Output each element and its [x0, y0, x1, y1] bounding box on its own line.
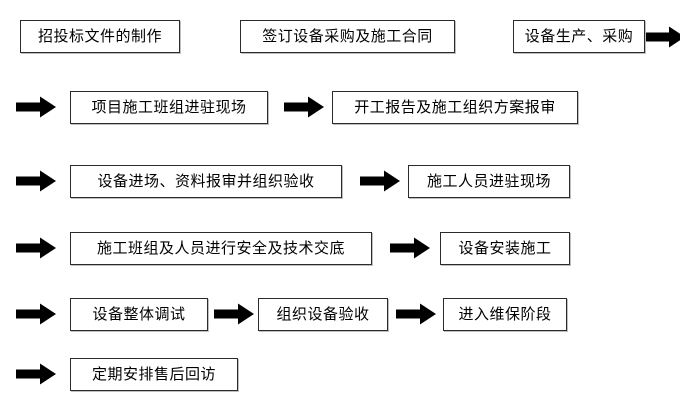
process-box-label: 定期安排售后回访	[91, 365, 216, 383]
process-box-label: 进入维保阶段	[458, 305, 552, 323]
arrow-right-icon	[16, 237, 56, 259]
process-box[interactable]: 设备生产、采购	[513, 20, 645, 53]
process-box[interactable]: 组织设备验收	[258, 298, 388, 331]
arrow-right-icon	[360, 170, 400, 192]
process-box[interactable]: 设备安装施工	[440, 232, 570, 265]
arrow-right-icon	[284, 96, 324, 118]
process-box[interactable]: 招投标文件的制作	[20, 20, 180, 53]
process-box[interactable]: 施工人员进驻现场	[408, 165, 570, 198]
arrow-right-icon	[16, 303, 56, 325]
process-box[interactable]: 开工报告及施工组织方案报审	[332, 91, 578, 124]
process-box-label: 组织设备验收	[276, 305, 370, 323]
arrow-right-icon	[16, 96, 56, 118]
arrow-right-icon	[214, 303, 254, 325]
process-box-label: 开工报告及施工组织方案报审	[354, 98, 556, 116]
process-box[interactable]: 项目施工班组进驻现场	[70, 91, 268, 124]
arrow-right-icon	[645, 26, 680, 48]
process-box-label: 项目施工班组进驻现场	[91, 98, 247, 116]
process-box-label: 施工班组及人员进行安全及技术交底	[96, 239, 345, 257]
process-box-label: 招投标文件的制作	[37, 27, 162, 45]
process-box-label: 签订设备采购及施工合同	[262, 27, 433, 45]
process-box[interactable]: 设备进场、资料报审并组织验收	[70, 165, 342, 198]
process-box-label: 设备安装施工	[458, 239, 552, 257]
process-box-label: 设备生产、采购	[524, 27, 634, 45]
arrow-right-icon	[16, 363, 56, 385]
arrow-right-icon	[390, 237, 430, 259]
process-box-label: 设备进场、资料报审并组织验收	[97, 172, 315, 190]
process-box[interactable]: 进入维保阶段	[443, 298, 567, 331]
process-box[interactable]: 定期安排售后回访	[70, 358, 238, 391]
arrow-right-icon	[396, 303, 436, 325]
process-box-label: 设备整体调试	[92, 305, 186, 323]
process-box[interactable]: 设备整体调试	[70, 298, 208, 331]
process-box-label: 施工人员进驻现场	[426, 172, 551, 190]
process-box[interactable]: 签订设备采购及施工合同	[240, 20, 455, 53]
process-box[interactable]: 施工班组及人员进行安全及技术交底	[70, 232, 372, 265]
arrow-right-icon	[16, 170, 56, 192]
